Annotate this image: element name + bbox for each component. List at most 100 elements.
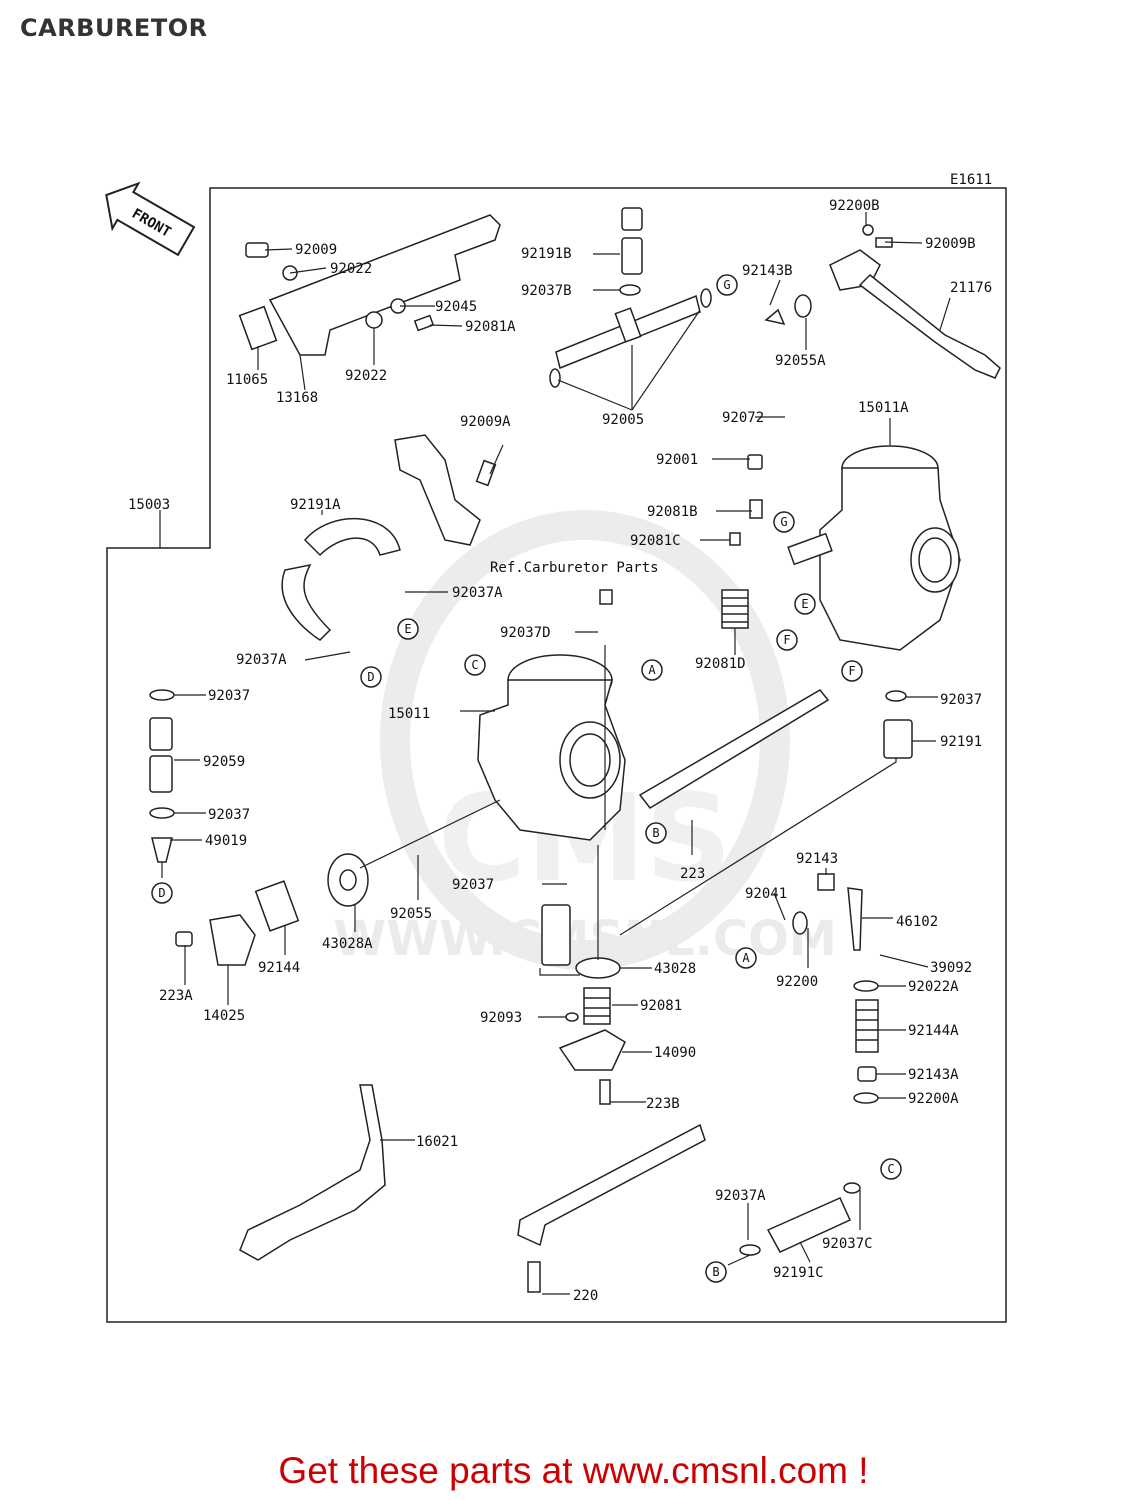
reference-marker-a: A	[641, 659, 663, 681]
part-label-11065[interactable]: 11065	[226, 372, 268, 388]
part-label-92022a[interactable]: 92022A	[908, 979, 959, 995]
part-label-39092[interactable]: 39092	[930, 960, 972, 976]
part-label-92081[interactable]: 92081	[640, 998, 682, 1014]
hose-92191c	[766, 1197, 851, 1253]
part-label-92041[interactable]: 92041	[745, 886, 787, 902]
part-label-92037[interactable]: 92037	[208, 807, 250, 823]
carburetor-parts-diagram: CMS WWW.CMSNL.COM E1611 FRONT Ref.Carbur…	[105, 172, 1007, 1323]
part-label-43028a[interactable]: 43028A	[322, 936, 373, 952]
svg-text:C: C	[471, 658, 478, 672]
part-label-14025[interactable]: 14025	[203, 1008, 245, 1024]
svg-text:A: A	[742, 951, 750, 965]
part-label-92081a[interactable]: 92081A	[465, 319, 516, 335]
part-label-92037c[interactable]: 92037C	[822, 1236, 873, 1252]
part-label-92081b[interactable]: 92081B	[647, 504, 698, 520]
part-label-49019[interactable]: 49019	[205, 833, 247, 849]
part-label-223a[interactable]: 223A	[159, 988, 193, 1004]
part-label-92037a[interactable]: 92037A	[452, 585, 503, 601]
part-label-92081c[interactable]: 92081C	[630, 533, 681, 549]
reference-marker-d: D	[360, 666, 382, 688]
reference-marker-e: E	[794, 593, 816, 615]
part-label-92055a[interactable]: 92055A	[775, 353, 826, 369]
reference-marker-c: C	[464, 654, 486, 676]
part-label-92037[interactable]: 92037	[940, 692, 982, 708]
part-label-223[interactable]: 223	[680, 866, 705, 882]
svg-text:F: F	[783, 633, 790, 647]
part-label-92037a[interactable]: 92037A	[236, 652, 287, 668]
part-label-21176[interactable]: 21176	[950, 280, 992, 296]
part-label-92191[interactable]: 92191	[940, 734, 982, 750]
part-label-92045[interactable]: 92045	[435, 299, 477, 315]
part-label-92005[interactable]: 92005	[602, 412, 644, 428]
bracket-220	[517, 1123, 706, 1247]
part-label-92001[interactable]: 92001	[656, 452, 698, 468]
link-bar	[638, 689, 830, 809]
part-label-15003[interactable]: 15003	[128, 497, 170, 513]
reference-marker-d: D	[151, 882, 173, 904]
part-label-92009[interactable]: 92009	[295, 242, 337, 258]
svg-text:G: G	[723, 278, 730, 292]
part-labels: 92009920229204592081A1106513168920221500…	[128, 198, 992, 1304]
svg-text:G: G	[780, 515, 787, 529]
bracket-13168	[268, 214, 501, 356]
part-label-92009b[interactable]: 92009B	[925, 236, 976, 252]
pump-14025	[209, 914, 256, 966]
part-label-92144[interactable]: 92144	[258, 960, 300, 976]
svg-text:D: D	[367, 670, 374, 684]
part-label-92059[interactable]: 92059	[203, 754, 245, 770]
part-label-92093[interactable]: 92093	[480, 1010, 522, 1026]
part-label-43028[interactable]: 43028	[654, 961, 696, 977]
reference-marker-f: F	[776, 629, 798, 651]
part-label-92144a[interactable]: 92144A	[908, 1023, 959, 1039]
throttle-cable-16021	[239, 1084, 386, 1261]
part-label-92037b[interactable]: 92037B	[521, 283, 572, 299]
reference-marker-a: A	[735, 947, 757, 969]
part-label-92037[interactable]: 92037	[208, 688, 250, 704]
reference-marker-g: G	[716, 274, 738, 296]
reference-marker-b: B	[705, 1261, 727, 1283]
parts-drawings	[149, 207, 1001, 1293]
svg-text:B: B	[712, 1265, 719, 1279]
front-arrow-icon: FRONT	[105, 181, 196, 257]
part-label-92009a[interactable]: 92009A	[460, 414, 511, 430]
part-label-92200[interactable]: 92200	[776, 974, 818, 990]
part-label-92143a[interactable]: 92143A	[908, 1067, 959, 1083]
svg-text:A: A	[648, 663, 656, 677]
carburetor-15011	[477, 589, 626, 841]
leader-lines	[159, 212, 951, 1295]
part-label-92143b[interactable]: 92143B	[742, 263, 793, 279]
svg-text:E: E	[801, 597, 808, 611]
carburetor-15011a	[787, 445, 961, 651]
part-label-92200a[interactable]: 92200A	[908, 1091, 959, 1107]
reference-marker-b: B	[645, 822, 667, 844]
part-label-92037a[interactable]: 92037A	[715, 1188, 766, 1204]
part-label-92055[interactable]: 92055	[390, 906, 432, 922]
part-label-92072[interactable]: 92072	[722, 410, 764, 426]
part-label-15011a[interactable]: 15011A	[858, 400, 909, 416]
part-label-16021[interactable]: 16021	[416, 1134, 458, 1150]
part-label-92081d[interactable]: 92081D	[695, 656, 746, 672]
diagram-frame	[106, 187, 1007, 1323]
svg-text:F: F	[848, 664, 855, 678]
part-label-15011[interactable]: 15011	[388, 706, 430, 722]
part-label-14090[interactable]: 14090	[654, 1045, 696, 1061]
part-label-92200b[interactable]: 92200B	[829, 198, 880, 214]
ref-note: Ref.Carburetor Parts	[490, 560, 659, 576]
pump-14090	[558, 1029, 626, 1071]
part-label-92191b[interactable]: 92191B	[521, 246, 572, 262]
part-label-223b[interactable]: 223B	[646, 1096, 680, 1112]
page-title: CARBURETOR	[20, 14, 208, 42]
part-label-220[interactable]: 220	[573, 1288, 598, 1304]
part-label-92191a[interactable]: 92191A	[290, 497, 341, 513]
reference-marker-e: E	[397, 618, 419, 640]
part-label-13168[interactable]: 13168	[276, 390, 318, 406]
part-label-92037d[interactable]: 92037D	[500, 625, 551, 641]
part-label-92037[interactable]: 92037	[452, 877, 494, 893]
part-label-92143[interactable]: 92143	[796, 851, 838, 867]
promo-banner[interactable]: Get these parts at www.cmsnl.com !	[278, 1450, 869, 1491]
part-label-92022[interactable]: 92022	[345, 368, 387, 384]
part-label-46102[interactable]: 46102	[896, 914, 938, 930]
part-label-92022[interactable]: 92022	[330, 261, 372, 277]
part-label-92191c[interactable]: 92191C	[773, 1265, 824, 1281]
